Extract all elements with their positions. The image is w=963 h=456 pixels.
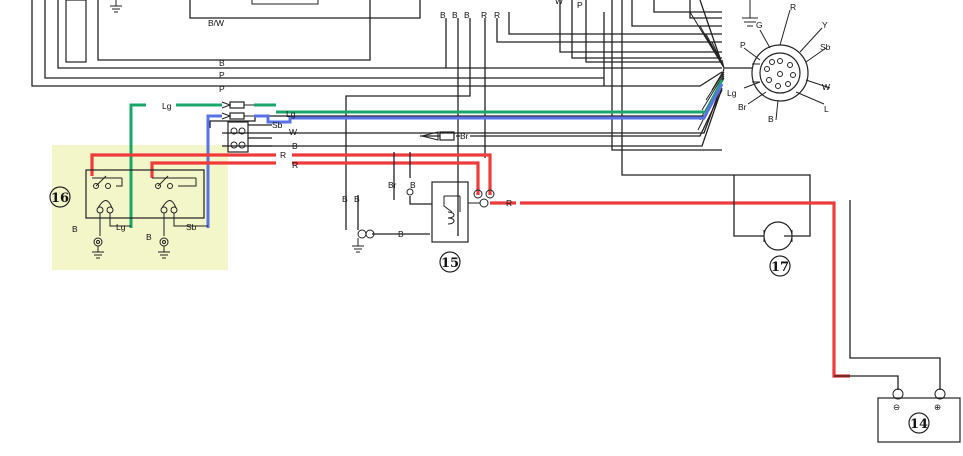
- wire-label-p-top: P: [577, 0, 583, 10]
- component-16-grounds: [92, 237, 170, 259]
- wire-label-b-g3: B: [398, 229, 404, 239]
- component-16-number-badge: 16: [49, 186, 71, 208]
- component-16-labels: B Lg B Sb: [72, 222, 197, 242]
- component-14-number: 14: [910, 417, 928, 432]
- wire-label-r-top-2: R: [494, 10, 500, 20]
- pin-label-w: W: [822, 82, 830, 92]
- component-16-relays: [85, 169, 208, 236]
- wire-label-b-5: B: [292, 141, 298, 151]
- battery-positive-label: ⊕: [934, 402, 941, 412]
- wire-label-b-15: B: [410, 180, 416, 190]
- fuse-holders: [221, 101, 254, 153]
- wire-label-r-1: R: [280, 150, 286, 160]
- ground-near-15: B B B: [342, 194, 430, 253]
- component-17-motor: [733, 175, 793, 251]
- wire-label-lg-16: Lg: [116, 222, 126, 232]
- wire-label-b-2: B: [440, 10, 446, 20]
- wire-label-b-g1: B: [342, 194, 348, 204]
- wire-label-w: W: [289, 127, 297, 137]
- component-17-number: 17: [771, 260, 789, 275]
- wire-label-br-15: Br: [388, 180, 397, 190]
- top-left-frame: [31, 0, 604, 87]
- pin-label-p: P: [740, 40, 746, 50]
- pin-label-lg: Lg: [727, 88, 737, 98]
- wire-r-red-1: [90, 153, 850, 378]
- component-15-number: 15: [441, 256, 459, 271]
- component-16-number: 16: [51, 191, 69, 206]
- wire-label-b-3: B: [452, 10, 458, 20]
- wire-label-w-top: W: [555, 0, 563, 6]
- wire-label-b-1: B: [219, 58, 225, 68]
- wire-lg-green: [129, 79, 724, 228]
- wire-label-r-top-1: R: [481, 10, 487, 20]
- pin-label-l: L: [824, 104, 829, 114]
- wire-label-sb-16: Sb: [186, 222, 197, 232]
- multi-pin-connector: [743, 9, 831, 121]
- connector-ground-icon: [742, 0, 758, 27]
- wire-label-p-2: P: [219, 84, 225, 94]
- wire-label-b-16b: B: [146, 232, 152, 242]
- inline-fuse-br: [421, 131, 455, 141]
- component-17-number-badge: 17: [769, 255, 791, 277]
- wire-label-b-4: B: [464, 10, 470, 20]
- pin-label-sb: Sb: [820, 42, 831, 52]
- component-14-battery: ⊖ ⊕: [877, 388, 961, 443]
- pin-label-r: R: [790, 2, 796, 12]
- component-15-number-badge: 15: [439, 251, 461, 273]
- wire-label-p-1: P: [219, 70, 225, 80]
- component-15-relay: Br B: [388, 152, 495, 243]
- wire-label-r-3: R: [506, 198, 512, 208]
- wire-label-b-16a: B: [72, 224, 78, 234]
- wire-label-lg-1: Lg: [162, 101, 172, 111]
- top-wire-labels: B/W B P P B B B R R W P: [208, 0, 583, 94]
- wire-label-br-1: Br: [460, 131, 469, 141]
- pin-label-g: G: [756, 20, 763, 30]
- wire-label-sb-1: Sb: [272, 120, 283, 130]
- wire-label-bw: B/W: [208, 18, 224, 28]
- wire-label-r-2: R: [292, 160, 298, 170]
- wire-label-b-g2: B: [354, 194, 360, 204]
- pin-label-b: B: [768, 114, 774, 124]
- wire-label-lg-2: Lg: [286, 109, 296, 119]
- pin-label-br: Br: [738, 102, 747, 112]
- wire-r-red-2: [150, 161, 480, 195]
- highlight-region: [52, 145, 228, 270]
- wire-sb-blue: [206, 83, 724, 228]
- top-wire-bundle: [345, 0, 811, 237]
- harness-labels: Lg Lg Sb W B R R Br R: [162, 101, 512, 208]
- connector-pin-labels: R Y G Sb P Lg W Br L B: [727, 2, 831, 124]
- battery-negative-label: ⊖: [893, 402, 900, 412]
- pin-label-y: Y: [822, 20, 828, 30]
- component-14-number-badge: 14: [908, 412, 930, 434]
